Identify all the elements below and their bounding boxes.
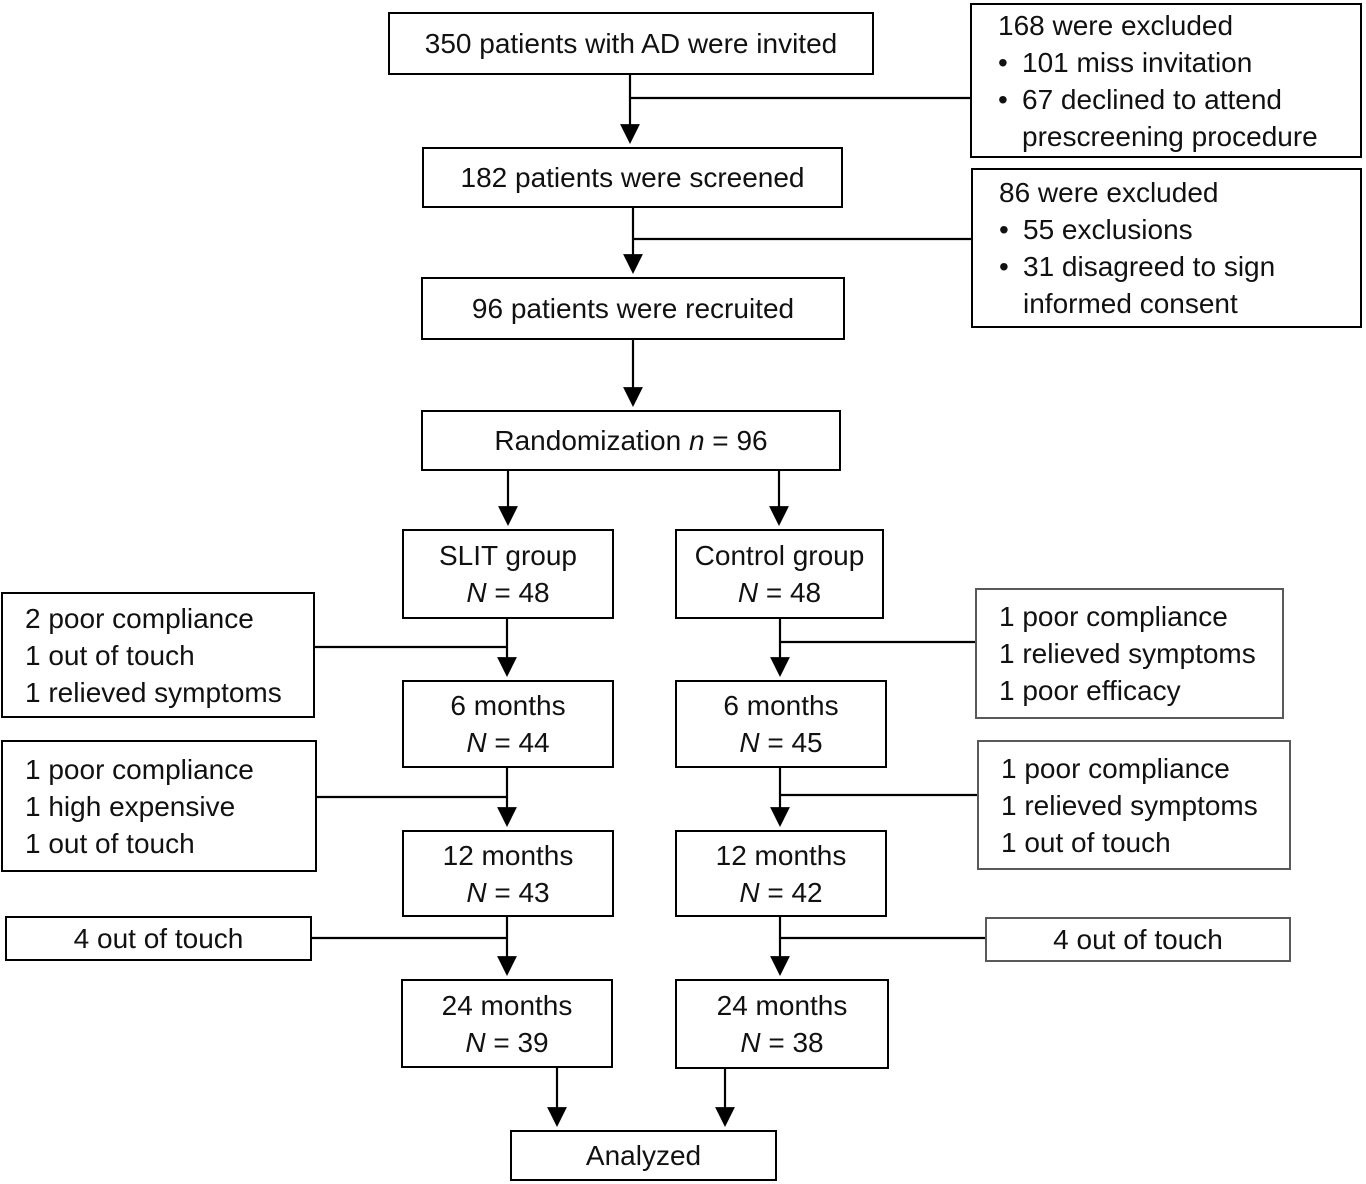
slit-dropout-24m-box: 4 out of touch xyxy=(5,916,312,961)
dropout-line: 1 out of touch xyxy=(25,827,195,859)
stage-title: 12 months xyxy=(442,839,574,871)
n-symbol: N xyxy=(739,727,760,758)
bullet-icon: • xyxy=(999,251,1009,282)
randomization-box: Randomization n = 96 xyxy=(421,410,841,471)
n-symbol: N xyxy=(466,727,487,758)
group-title: Control group xyxy=(694,540,865,571)
slit-24-months-box: 24 months N = 39 xyxy=(401,979,613,1068)
control-24-months-box: 24 months N = 38 xyxy=(675,979,889,1069)
invited-text: 350 patients with AD were invited xyxy=(424,28,838,59)
recruited-box: 96 patients were recruited xyxy=(421,277,845,340)
stage-n: N = 45 xyxy=(739,727,823,758)
stage-n: N = 44 xyxy=(466,727,550,758)
slit-dropout-6m-box: 2 poor compliance 1 out of touch 1 relie… xyxy=(1,592,315,718)
dropout-line: 1 out of touch xyxy=(1001,826,1171,858)
excluded-header: 168 were excluded xyxy=(998,9,1234,41)
n-symbol: N xyxy=(739,876,760,908)
dropout-line: 1 out of touch xyxy=(25,639,195,671)
dropout-line: 1 relieved symptoms xyxy=(999,638,1256,669)
invited-box: 350 patients with AD were invited xyxy=(388,12,874,75)
dropout-line: 1 relieved symptoms xyxy=(25,676,282,708)
control-6-months-box: 6 months N = 45 xyxy=(675,680,887,768)
group-title: SLIT group xyxy=(438,540,578,571)
bullet-icon: • xyxy=(998,83,1008,115)
n-symbol: n xyxy=(688,425,705,456)
dropout-line: 1 poor efficacy xyxy=(999,675,1181,706)
dropout-line: 1 relieved symptoms xyxy=(1001,789,1258,821)
excluded-reason: 67 declined to attend prescreening proce… xyxy=(1022,83,1318,152)
n-symbol: N xyxy=(740,1027,761,1058)
dropout-line: 2 poor compliance xyxy=(25,602,254,634)
excluded-reason: 31 disagreed to sign informed consent xyxy=(1023,251,1276,319)
excluded-bullet: • 31 disagreed to sign informed consent xyxy=(999,248,1354,322)
slit-dropout-12m-box: 1 poor compliance 1 high expensive 1 out… xyxy=(1,740,317,872)
n-symbol: N xyxy=(466,577,487,608)
dropout-line: 4 out of touch xyxy=(73,923,244,954)
stage-n: N = 43 xyxy=(466,876,550,908)
excluded-reason: 101 miss invitation xyxy=(1022,46,1253,78)
screened-text: 182 patients were screened xyxy=(460,162,805,193)
stage-title: 24 months xyxy=(441,989,573,1021)
stage-title: 24 months xyxy=(716,990,848,1021)
stage-title: 12 months xyxy=(715,839,847,871)
group-n: N = 48 xyxy=(466,577,550,608)
bullet-icon: • xyxy=(998,46,1008,78)
control-dropout-24m-box: 4 out of touch xyxy=(985,917,1291,962)
group-n: N = 48 xyxy=(737,577,822,608)
dropout-line: 1 poor compliance xyxy=(1001,752,1230,784)
control-12-months-box: 12 months N = 42 xyxy=(675,830,887,917)
n-symbol: N xyxy=(465,1026,486,1058)
stage-n: N = 39 xyxy=(465,1026,549,1058)
stage-n: N = 38 xyxy=(740,1027,824,1058)
dropout-line: 1 high expensive xyxy=(25,790,236,822)
stage-title: 6 months xyxy=(723,690,839,721)
analyzed-text: Analyzed xyxy=(585,1140,702,1171)
excluded-bullet: • 55 exclusions xyxy=(999,211,1193,248)
excluded-after-invitation-box: 168 were excluded • 101 miss invitation … xyxy=(970,3,1362,158)
control-dropout-6m-box: 1 poor compliance 1 relieved symptoms 1 … xyxy=(975,588,1284,719)
bullet-icon: • xyxy=(999,214,1009,245)
excluded-header: 86 were excluded xyxy=(999,177,1219,208)
control-dropout-12m-box: 1 poor compliance 1 relieved symptoms 1 … xyxy=(977,740,1291,870)
n-symbol: N xyxy=(466,876,487,908)
recruited-text: 96 patients were recruited xyxy=(471,293,795,324)
stage-title: 6 months xyxy=(450,690,566,721)
dropout-line: 4 out of touch xyxy=(1053,924,1223,955)
excluded-bullet: • 101 miss invitation xyxy=(998,44,1252,81)
randomization-text: Randomization n = 96 xyxy=(494,425,768,456)
control-group-box: Control group N = 48 xyxy=(675,529,884,619)
slit-group-box: SLIT group N = 48 xyxy=(402,529,614,619)
n-symbol: N xyxy=(737,577,759,608)
dropout-line: 1 poor compliance xyxy=(999,601,1228,632)
excluded-bullet: • 67 declined to attend prescreening pro… xyxy=(998,81,1354,155)
analyzed-box: Analyzed xyxy=(510,1130,777,1181)
slit-12-months-box: 12 months N = 43 xyxy=(402,830,614,917)
dropout-line: 1 poor compliance xyxy=(25,753,254,785)
excluded-reason: 55 exclusions xyxy=(1023,214,1193,245)
excluded-after-screening-box: 86 were excluded • 55 exclusions • 31 di… xyxy=(971,168,1362,328)
stage-n: N = 42 xyxy=(739,876,823,908)
screened-box: 182 patients were screened xyxy=(422,147,843,208)
slit-6-months-box: 6 months N = 44 xyxy=(402,680,614,768)
